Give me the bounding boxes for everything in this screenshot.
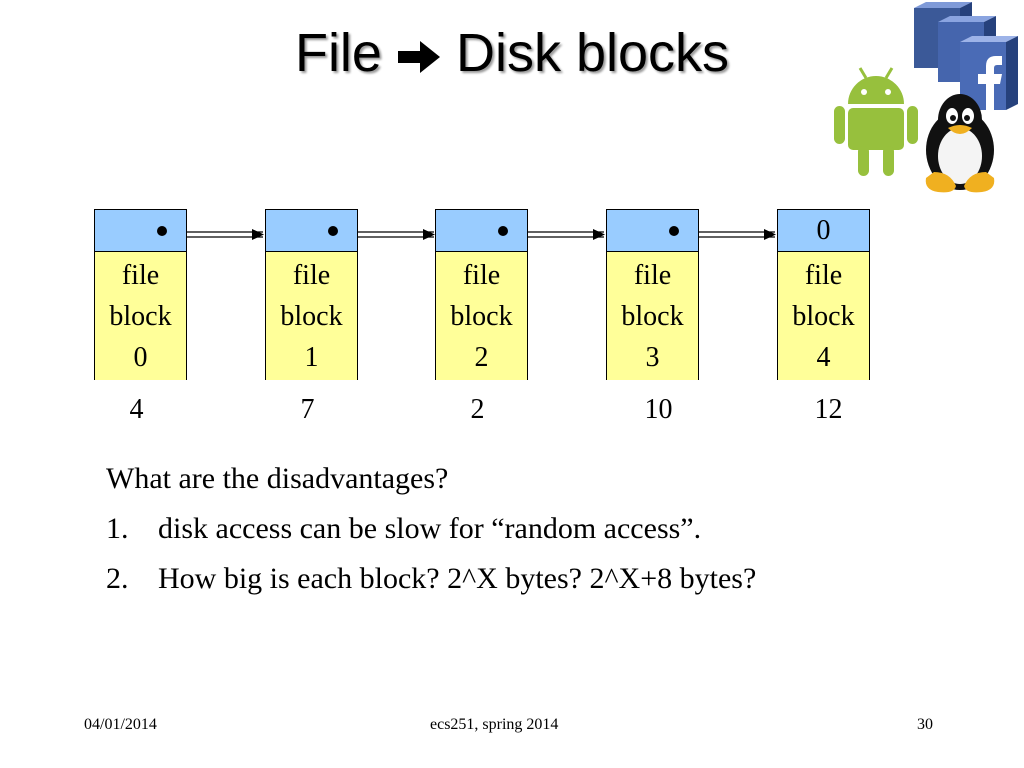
list-item: 2. How big is each block? 2^X bytes? 2^X…: [106, 554, 756, 604]
disk-address: 12: [814, 394, 843, 425]
item-text: disk access can be slow for “random acce…: [158, 512, 702, 545]
pointer-field: [607, 210, 698, 252]
data-field: file block 1: [266, 252, 357, 380]
data-field: file block 0: [95, 252, 186, 380]
item-number: 2.: [106, 562, 129, 595]
title-disk-blocks: Disk blocks: [455, 23, 730, 83]
discussion-text: What are the disadvantages? 1. disk acce…: [106, 454, 756, 604]
pointer-dot: [669, 226, 679, 236]
pointer-field: [436, 210, 527, 252]
file-block-0: file block 0: [94, 209, 187, 380]
pointer-dot: [157, 226, 167, 236]
page-number: 30: [917, 716, 933, 733]
disk-address: 2: [470, 394, 485, 425]
android-logo-icon: [834, 67, 918, 176]
footer-course: ecs251, spring 2014: [430, 716, 559, 733]
disk-address: 10: [644, 394, 673, 425]
item-text: How big is each block? 2^X bytes? 2^X+8 …: [158, 562, 757, 595]
pointer-field-null: 0: [778, 210, 869, 252]
data-field: file block 3: [607, 252, 698, 380]
slide-title: File Disk blocks: [0, 22, 1024, 84]
file-block-1: file block 1: [265, 209, 358, 380]
facebook-logo-icon: [914, 2, 1018, 110]
title-file: File: [294, 23, 382, 83]
item-number: 1.: [106, 512, 129, 545]
question-line: What are the disadvantages?: [106, 462, 449, 495]
os-logos: [826, 0, 1024, 200]
pointer-field: [95, 210, 186, 252]
data-field: file block 4: [778, 252, 869, 380]
list-item: 1. disk access can be slow for “random a…: [106, 504, 756, 554]
data-field: file block 2: [436, 252, 527, 380]
pointer-field: [266, 210, 357, 252]
footer-date: 04/01/2014: [84, 716, 157, 733]
disk-address: 7: [300, 394, 315, 425]
file-block-3: file block 3: [606, 209, 699, 380]
file-block-2: file block 2: [435, 209, 528, 380]
file-block-4: 0 file block 4: [777, 209, 870, 380]
linux-tux-icon: [925, 94, 995, 193]
pointer-dot: [328, 226, 338, 236]
disk-address: 4: [129, 394, 144, 425]
right-arrow-icon: [396, 22, 442, 84]
pointer-dot: [498, 226, 508, 236]
